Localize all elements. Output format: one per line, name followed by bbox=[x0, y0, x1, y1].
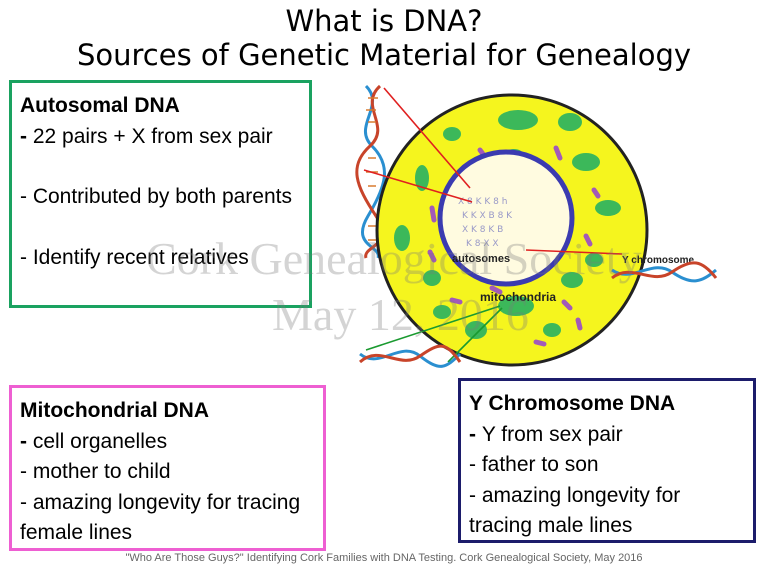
autosomal-dna-box: Autosomal DNA - 22 pairs + X from sex pa… bbox=[9, 80, 312, 308]
svg-text:K 8 X X: K 8 X X bbox=[466, 239, 499, 249]
autosomal-heading: Autosomal DNA bbox=[20, 94, 180, 117]
mitochondrial-heading: Mitochondrial DNA bbox=[20, 399, 209, 422]
mitochondria-label: mitochondria bbox=[480, 290, 556, 304]
y-chromosome-heading: Y Chromosome DNA bbox=[469, 392, 676, 415]
cell: X 8 K K 8 h K K X B 8 K X K 8 K B K 8 X … bbox=[375, 93, 649, 367]
y-dna-helix-icon bbox=[611, 261, 718, 283]
mitochondrial-item: - cell organelles bbox=[20, 429, 168, 453]
autosomal-item: - 22 pairs + X from sex pair bbox=[20, 124, 273, 148]
title-line-2: Sources of Genetic Material for Genealog… bbox=[76, 38, 692, 72]
y-chromosome-item: - Y from sex pair bbox=[469, 422, 623, 446]
mitochondria-pointers bbox=[365, 305, 503, 363]
cell-diagram: X 8 K K 8 h K K X B 8 K X K 8 K B K 8 X … bbox=[355, 84, 718, 368]
mitochondrial-item: - amazing longevity for tracing female l… bbox=[20, 490, 301, 545]
chromosomes: X 8 K K 8 h K K X B 8 K X K 8 K B K 8 X … bbox=[458, 197, 513, 249]
svg-text:X 8 K K 8 h: X 8 K K 8 h bbox=[458, 197, 507, 207]
autosome-pointers bbox=[363, 87, 623, 255]
mitochondrial-item: - mother to child bbox=[20, 460, 171, 483]
autosomal-item: - Contributed by both parents bbox=[20, 185, 292, 208]
mitochondrial-dna-box: Mitochondrial DNA - cell organelles - mo… bbox=[9, 385, 326, 551]
svg-text:K K X B 8 K: K K X B 8 K bbox=[462, 211, 513, 221]
y-chromosome-label: Y chromosome bbox=[622, 255, 694, 266]
autosomal-item: - Identify recent relatives bbox=[20, 245, 249, 269]
y-chromosome-item: - father to son bbox=[469, 453, 599, 476]
y-chromosome-item: - amazing longevity for tracing male lin… bbox=[469, 483, 681, 538]
footer-caption: "Who Are Those Guys?" Identifying Cork F… bbox=[125, 552, 643, 564]
svg-text:X K 8 K B: X K 8 K B bbox=[462, 225, 503, 235]
y-chromosome-dna-box: Y Chromosome DNA - Y from sex pair - fat… bbox=[458, 378, 756, 543]
title-line-1: What is DNA? bbox=[285, 4, 483, 38]
autosomes-label: autosomes bbox=[452, 253, 510, 265]
mito-dna-helix-icon bbox=[358, 344, 462, 368]
